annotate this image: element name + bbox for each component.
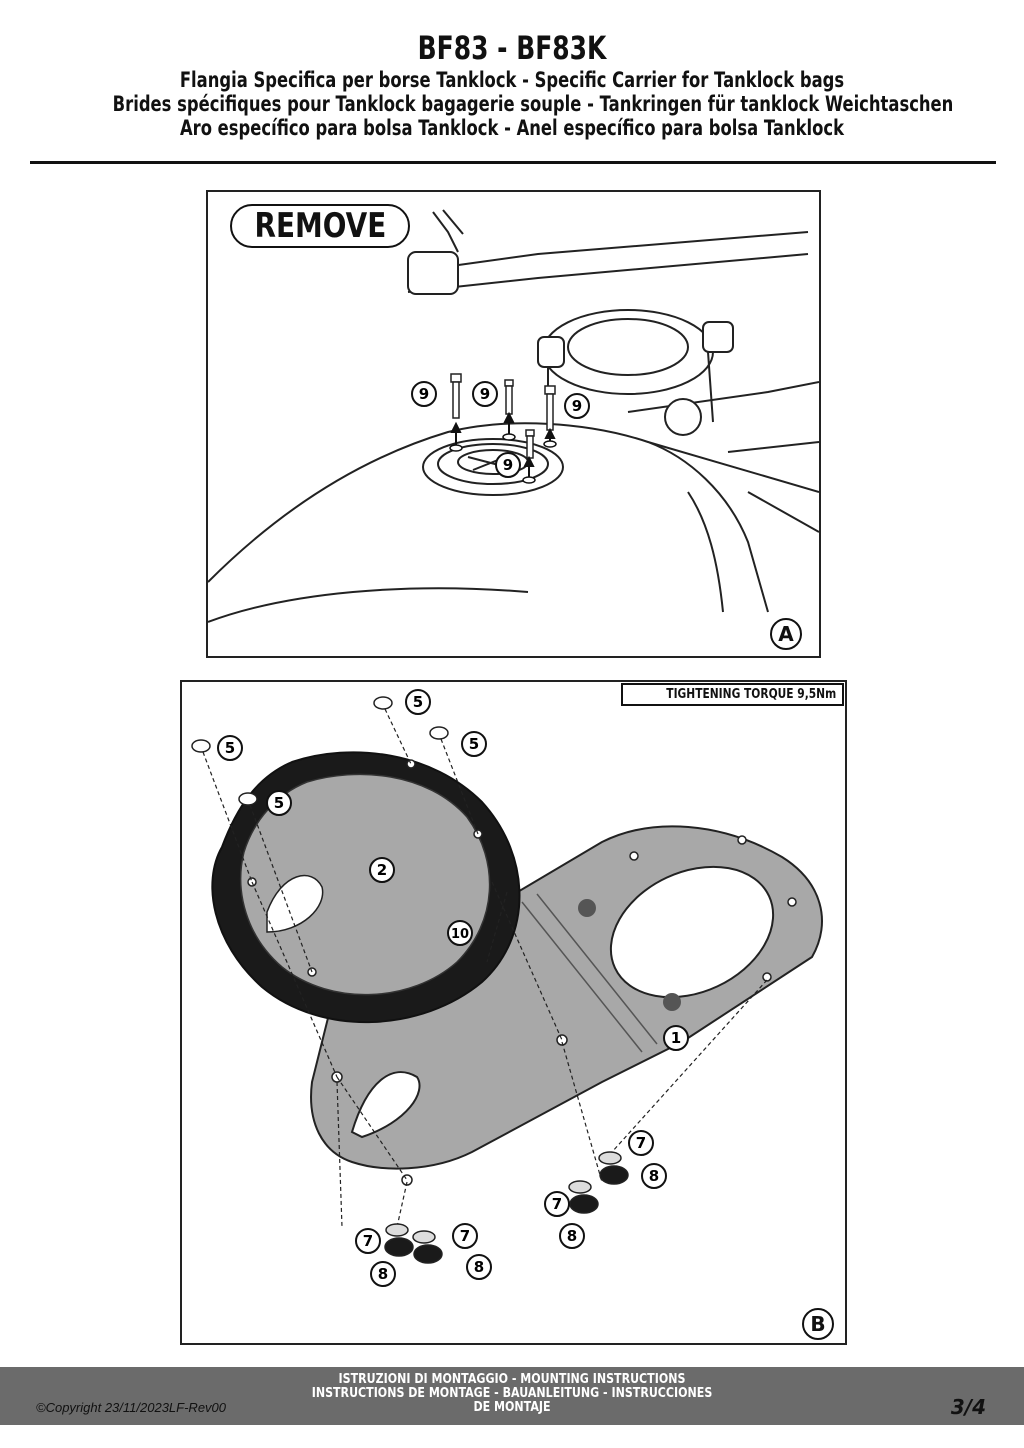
callout-9-d — [495, 452, 521, 478]
instructions-line-1: ISTRUZIONI DI MONTAGGIO - MOUNTING INSTR… — [338, 1372, 686, 1387]
callout-8-a-label: 8 — [649, 1167, 659, 1185]
callout-8-b-label: 8 — [567, 1227, 577, 1245]
callout-8-a — [641, 1163, 667, 1189]
callout-8-c-label: 8 — [378, 1265, 388, 1283]
page-number: 3/4 — [950, 1395, 986, 1419]
tanklock-assembly-illustration: 5 5 5 5 2 10 1 7 8 7 8 7 8 7 — [191, 689, 823, 1287]
callout-9-c — [564, 393, 590, 419]
figure-b-label: B — [802, 1308, 834, 1340]
callout-9-b-label: 9 — [480, 385, 490, 403]
subtitle-fr-de: Brides spécifiques pour Tanklock bagager… — [112, 92, 954, 116]
product-code-title: BF83 - BF83K — [417, 29, 607, 67]
callout-7-c — [355, 1228, 381, 1254]
callout-7-d — [452, 1223, 478, 1249]
document-header: BF83 - BF83K Flangia Specifica per borse… — [0, 28, 1024, 140]
callout-7-d-label: 7 — [460, 1227, 470, 1245]
figure-b-assembly: 5 5 5 5 2 10 1 7 8 7 8 7 8 7 — [180, 680, 847, 1345]
callout-9-a — [411, 381, 437, 407]
callout-1 — [663, 1025, 689, 1051]
callout-9-c-label: 9 — [572, 397, 582, 415]
copyright-text: ©Copyright 23/11/2023LF-Rev00 — [36, 1400, 227, 1415]
callout-10-label: 10 — [451, 927, 469, 942]
callout-5-c-label: 5 — [469, 735, 479, 753]
callout-5-d-label: 5 — [274, 794, 284, 812]
callout-8-b — [559, 1223, 585, 1249]
callout-2 — [369, 857, 395, 883]
callout-2-label: 2 — [377, 861, 387, 879]
footer-instructions: ISTRUZIONI DI MONTAGGIO - MOUNTING INSTR… — [0, 1373, 1024, 1415]
footer-bar: ©Copyright 23/11/2023LF-Rev00 ISTRUZIONI… — [0, 1367, 1024, 1425]
header-divider — [30, 161, 996, 164]
callout-8-c — [370, 1261, 396, 1287]
callout-7-a — [628, 1130, 654, 1156]
callout-9-d-label: 9 — [503, 456, 513, 474]
torque-note: TIGHTENING TORQUE 9,5Nm — [620, 683, 844, 706]
callout-7-c-label: 7 — [363, 1232, 373, 1250]
callout-7-b-label: 7 — [552, 1195, 562, 1213]
callout-9-a-label: 9 — [419, 385, 429, 403]
motorcycle-tank-illustration: 9 9 9 9 — [208, 209, 819, 623]
instructions-line-3: DE MONTAJE — [473, 1400, 551, 1415]
callout-1-label: 1 — [671, 1029, 681, 1047]
callout-5-b-label: 5 — [225, 739, 235, 757]
callout-9-b — [472, 381, 498, 407]
instructions-line-2: INSTRUCTIONS DE MONTAGE - BAUANLEITUNG -… — [311, 1386, 713, 1401]
callout-5-a — [405, 689, 431, 715]
remove-badge: REMOVE — [230, 204, 410, 248]
subtitle-it-en: Flangia Specifica per borse Tanklock - S… — [179, 68, 845, 92]
callout-7-a-label: 7 — [636, 1134, 646, 1152]
plate-opening — [609, 865, 775, 999]
figure-a-remove: 9 9 9 9 REMOVE A — [206, 190, 821, 658]
figure-a-label: A — [770, 618, 802, 650]
callout-5-c — [461, 731, 487, 757]
callout-10 — [447, 920, 473, 946]
callout-7-b — [544, 1191, 570, 1217]
callout-5-a-label: 5 — [413, 693, 423, 711]
callout-5-b — [217, 735, 243, 761]
callout-8-d-label: 8 — [474, 1258, 484, 1276]
callout-8-d — [466, 1254, 492, 1280]
ring-inner-plate — [240, 773, 491, 996]
subtitle-es-pt: Aro específico para bolsa Tanklock - Ane… — [179, 116, 845, 140]
callout-5-d — [266, 790, 292, 816]
